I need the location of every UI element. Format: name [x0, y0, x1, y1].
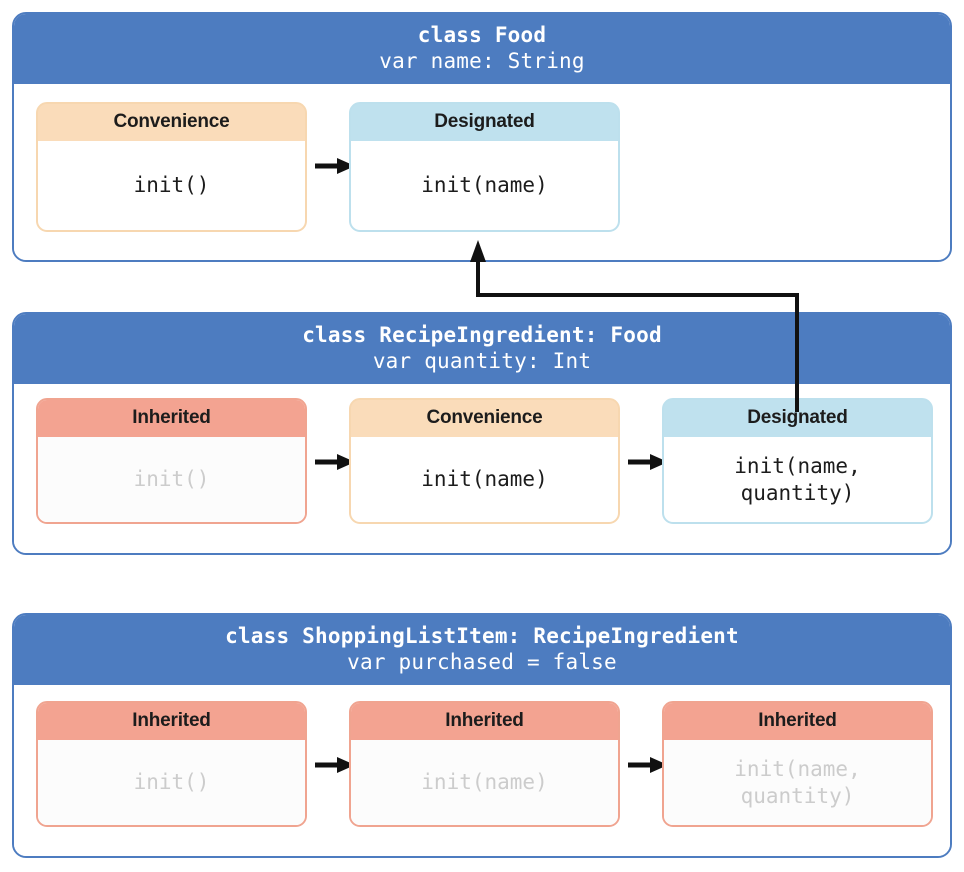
init-box-recipe-inherited[interactable]: Inherited init(): [36, 398, 307, 525]
init-kind-label: Inherited: [664, 703, 931, 741]
init-signature: init(): [38, 740, 305, 826]
class-subtitle: var quantity: Int: [372, 348, 592, 373]
class-body-shopping-list-item: Inherited init() Inherited init(name): [14, 685, 950, 856]
class-box-food: class Food var name: String Convenience …: [12, 12, 952, 262]
arrow-convenience-to-designated-icon: [311, 156, 357, 176]
init-box-shopping-inherited-1[interactable]: Inherited init(): [36, 701, 307, 828]
class-header-food: class Food var name: String: [14, 14, 950, 85]
init-box-food-designated[interactable]: Designated init(name): [349, 102, 620, 233]
init-signature: init(): [38, 141, 305, 231]
arrow-inherited-to-inherited-icon: [311, 755, 357, 775]
init-kind-label: Inherited: [38, 400, 305, 438]
class-box-recipe-ingredient: class RecipeIngredient: Food var quantit…: [12, 312, 952, 555]
class-subtitle: var name: String: [379, 48, 585, 73]
init-signature: init(name): [351, 740, 618, 826]
class-title: class ShoppingListItem: RecipeIngredient: [225, 624, 739, 648]
init-kind-label: Designated: [664, 400, 931, 438]
init-signature: init(): [38, 437, 305, 523]
init-kind-label: Inherited: [38, 703, 305, 741]
init-box-recipe-convenience[interactable]: Convenience init(name): [349, 398, 620, 525]
arrow-inherited-to-convenience-icon: [311, 452, 357, 472]
class-subtitle: var purchased = false: [347, 649, 617, 674]
init-signature: init(name, quantity): [664, 740, 931, 826]
class-header-recipe-ingredient: class RecipeIngredient: Food var quantit…: [14, 314, 950, 385]
init-signature: init(name): [351, 437, 618, 523]
class-box-shopping-list-item: class ShoppingListItem: RecipeIngredient…: [12, 613, 952, 858]
class-body-food: Convenience init() Designated init(name): [14, 84, 950, 260]
init-kind-label: Inherited: [351, 703, 618, 741]
init-kind-label: Convenience: [38, 104, 305, 142]
init-box-recipe-designated[interactable]: Designated init(name, quantity): [662, 398, 933, 525]
init-box-shopping-inherited-3[interactable]: Inherited init(name, quantity): [662, 701, 933, 828]
arrow-convenience-to-designated-icon: [624, 452, 670, 472]
init-box-shopping-inherited-2[interactable]: Inherited init(name): [349, 701, 620, 828]
init-kind-label: Designated: [351, 104, 618, 142]
init-kind-label: Convenience: [351, 400, 618, 438]
init-signature: init(name, quantity): [664, 437, 931, 523]
class-title: class RecipeIngredient: Food: [302, 323, 662, 347]
class-title: class Food: [417, 23, 547, 47]
class-header-shopping-list-item: class ShoppingListItem: RecipeIngredient…: [14, 615, 950, 686]
init-signature: init(name): [351, 141, 618, 231]
init-box-food-convenience[interactable]: Convenience init(): [36, 102, 307, 233]
arrow-inherited-to-inherited-icon: [624, 755, 670, 775]
class-body-recipe-ingredient: Inherited init() Convenience init(name): [14, 384, 950, 553]
